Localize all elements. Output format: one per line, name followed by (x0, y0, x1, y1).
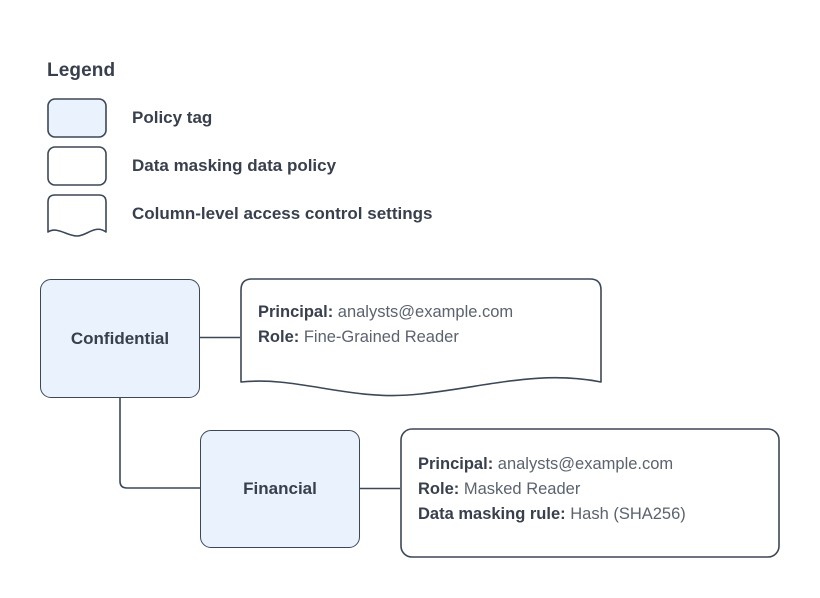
policy-tag-node-confidential[interactable]: Confidential (40, 279, 200, 398)
callout-line-value: Hash (SHA256) (565, 505, 686, 523)
callout-line: Role: Fine-Grained Reader (258, 325, 513, 350)
legend-title: Legend (47, 60, 116, 81)
callout-line-value: analysts@example.com (333, 303, 514, 321)
callout-wave-shape (240, 278, 602, 397)
data-masking-policy-swatch-icon (47, 146, 107, 186)
legend-item-label: Data masking data policy (132, 156, 337, 175)
callout-body: Principal: analysts@example.com Role: Ma… (418, 452, 686, 527)
callout-body: Principal: analysts@example.com Role: Fi… (258, 300, 513, 350)
callout-line-key: Role: (418, 480, 460, 498)
callout-line-key: Role: (258, 328, 300, 346)
callout-line-value: analysts@example.com (493, 455, 674, 473)
callout-line: Principal: analysts@example.com (258, 300, 513, 325)
node-label: Confidential (70, 328, 170, 348)
callout-financial-masking-policy[interactable]: Principal: analysts@example.com Role: Ma… (400, 428, 780, 558)
callout-line-value: Masked Reader (459, 480, 581, 498)
edge-confidential-to-financial (119, 398, 200, 489)
policy-tag-node-financial[interactable]: Financial (200, 430, 360, 548)
callout-line: Principal: analysts@example.com (418, 452, 686, 477)
legend-item-column-level-access: Column-level access control settings (47, 192, 433, 237)
node-label: Financial (243, 479, 317, 498)
callout-confidential-access-settings[interactable]: Principal: analysts@example.com Role: Fi… (240, 278, 602, 400)
callout-line: Data masking rule: Hash (SHA256) (418, 502, 686, 527)
callout-line-key: Principal: (418, 455, 494, 473)
callout-line-key: Principal: (258, 303, 334, 321)
callout-rect-shape (400, 428, 780, 558)
legend-item-label: Policy tag (132, 108, 213, 127)
callout-line-key: Data masking rule: (418, 505, 566, 523)
callout-line: Role: Masked Reader (418, 477, 686, 502)
legend-item-data-masking-policy: Data masking data policy (47, 144, 336, 188)
column-access-settings-swatch-icon (47, 194, 107, 237)
legend-item-label: Column-level access control settings (132, 204, 433, 223)
callout-line-value: Fine-Grained Reader (299, 328, 459, 346)
legend-item-policy-tag: Policy tag (47, 96, 212, 140)
policy-tag-swatch-icon (47, 98, 107, 138)
